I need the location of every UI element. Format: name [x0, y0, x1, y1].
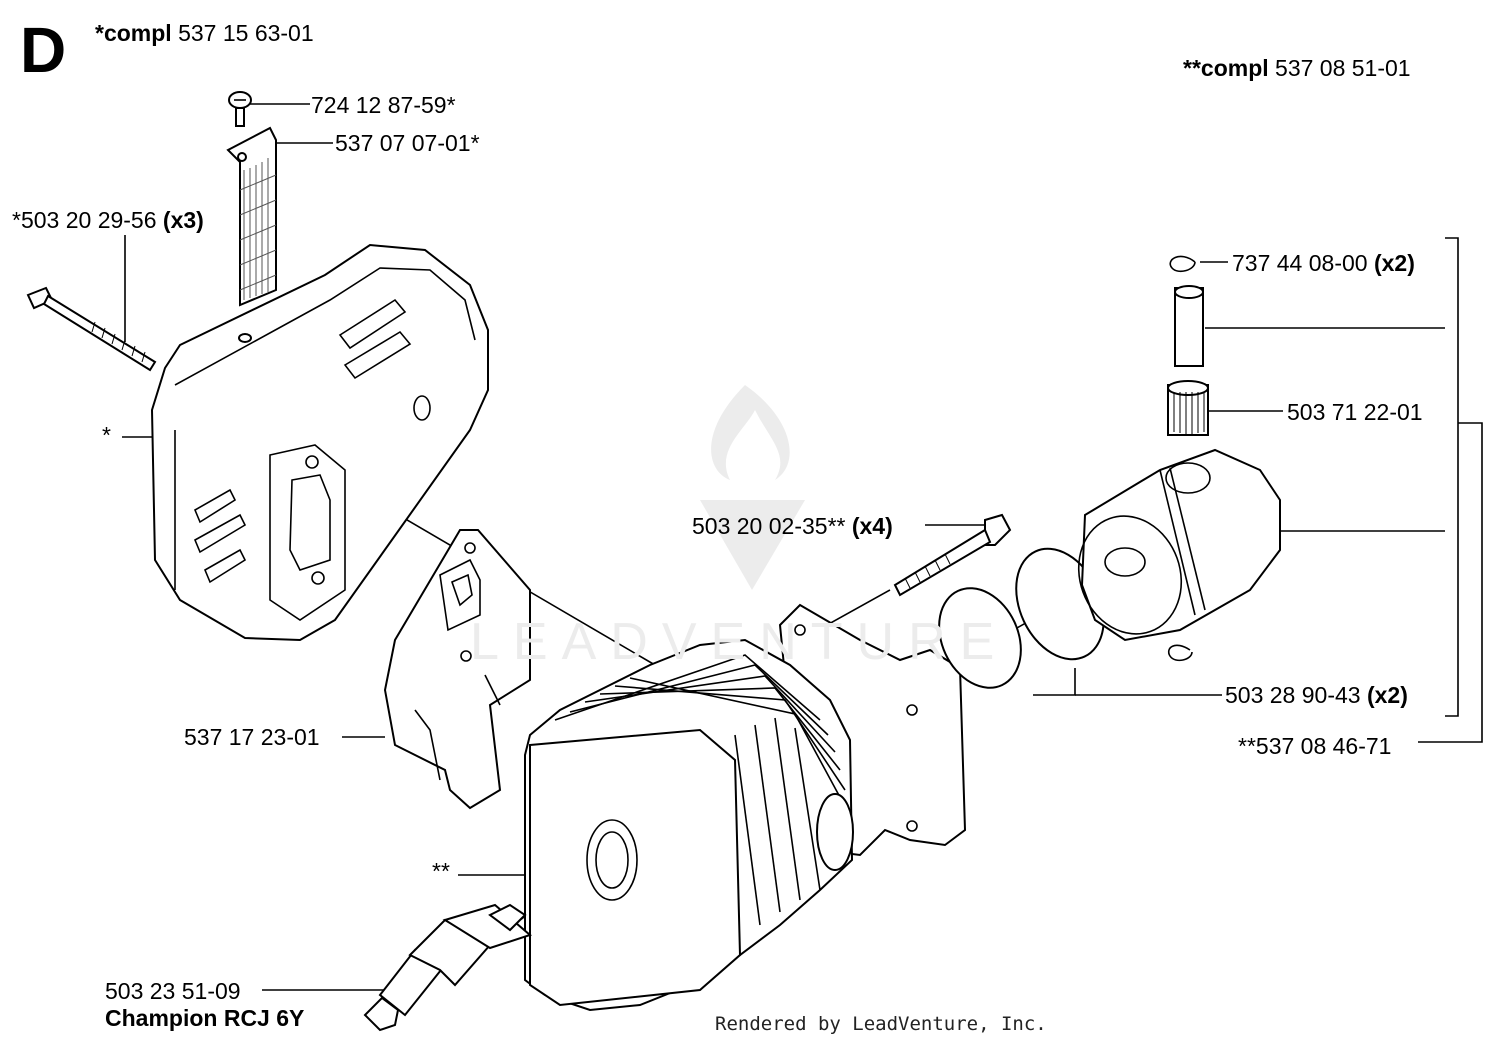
kit-1-label: *compl 537 15 63-01 — [95, 20, 314, 46]
cylinder-icon — [524, 603, 967, 1012]
needle-bearing-icon — [1167, 380, 1209, 436]
kit-1-word: compl — [103, 20, 172, 46]
gasket-plate-icon — [383, 529, 531, 810]
footer-credit: Rendered by LeadVenture, Inc. — [715, 1013, 1047, 1035]
circlip-bottom-icon — [1168, 644, 1193, 662]
cylinder-screw-icon — [893, 513, 1012, 597]
callout-rings-qty: (x2) — [1366, 682, 1408, 708]
section-letter: D — [20, 14, 67, 86]
callout-rings: 503 28 90-43 (x2) — [1225, 682, 1408, 708]
callout-bearing: 503 71 22-01 — [1287, 399, 1423, 425]
piston-icon — [1077, 448, 1281, 642]
callout-bolt-qty: (x3) — [162, 207, 204, 233]
heat-shield-plate-icon — [226, 126, 277, 307]
callout-circlip: 737 44 08-00 (x2) — [1232, 250, 1415, 276]
callout-plate: 537 07 07-01* — [335, 130, 480, 156]
callout-spark-plug-name: Champion RCJ 6Y — [105, 1005, 305, 1031]
callout-spark-plug-number: 503 23 51-09 — [105, 978, 241, 1004]
muffler-icon — [150, 243, 489, 642]
long-bolt-icon — [26, 286, 157, 372]
callout-circlip-qty: (x2) — [1373, 250, 1415, 276]
callout-piston-kit: **537 08 46-71 — [1238, 733, 1392, 759]
callout-screw-top: 724 12 87-59* — [311, 92, 456, 118]
kit-2-prefix: ** — [1183, 55, 1201, 81]
callout-cyl-screw-number: 503 20 02-35** — [692, 513, 846, 539]
callout-cyl-screw: 503 20 02-35** (x4) — [692, 513, 893, 539]
callout-rings-number: 503 28 90-43 — [1225, 682, 1361, 708]
piston-pin-icon — [1174, 285, 1204, 367]
callout-bolt-number: *503 20 29-56 — [12, 207, 157, 233]
callout-cyl-screw-qty: (x4) — [851, 513, 893, 539]
watermark-logo — [700, 385, 805, 590]
screw-top-icon — [228, 91, 252, 127]
kit-1-number: 537 15 63-01 — [178, 20, 314, 46]
callout-muffler: * — [102, 422, 111, 448]
callout-cylinder: ** — [432, 858, 450, 884]
kit-2-word: compl — [1200, 55, 1269, 81]
watermark-text: LEADVENTURE — [470, 613, 1009, 671]
callout-gasket: 537 17 23-01 — [184, 724, 320, 750]
kit-1-prefix: * — [95, 20, 104, 46]
callout-bolt: *503 20 29-56 (x3) — [12, 207, 204, 233]
circlip-top-icon — [1169, 255, 1196, 273]
spark-plug-icon — [363, 903, 533, 1032]
kit-2-number: 537 08 51-01 — [1275, 55, 1411, 81]
kit-2-label: **compl 537 08 51-01 — [1183, 55, 1411, 81]
callout-circlip-number: 737 44 08-00 — [1232, 250, 1368, 276]
